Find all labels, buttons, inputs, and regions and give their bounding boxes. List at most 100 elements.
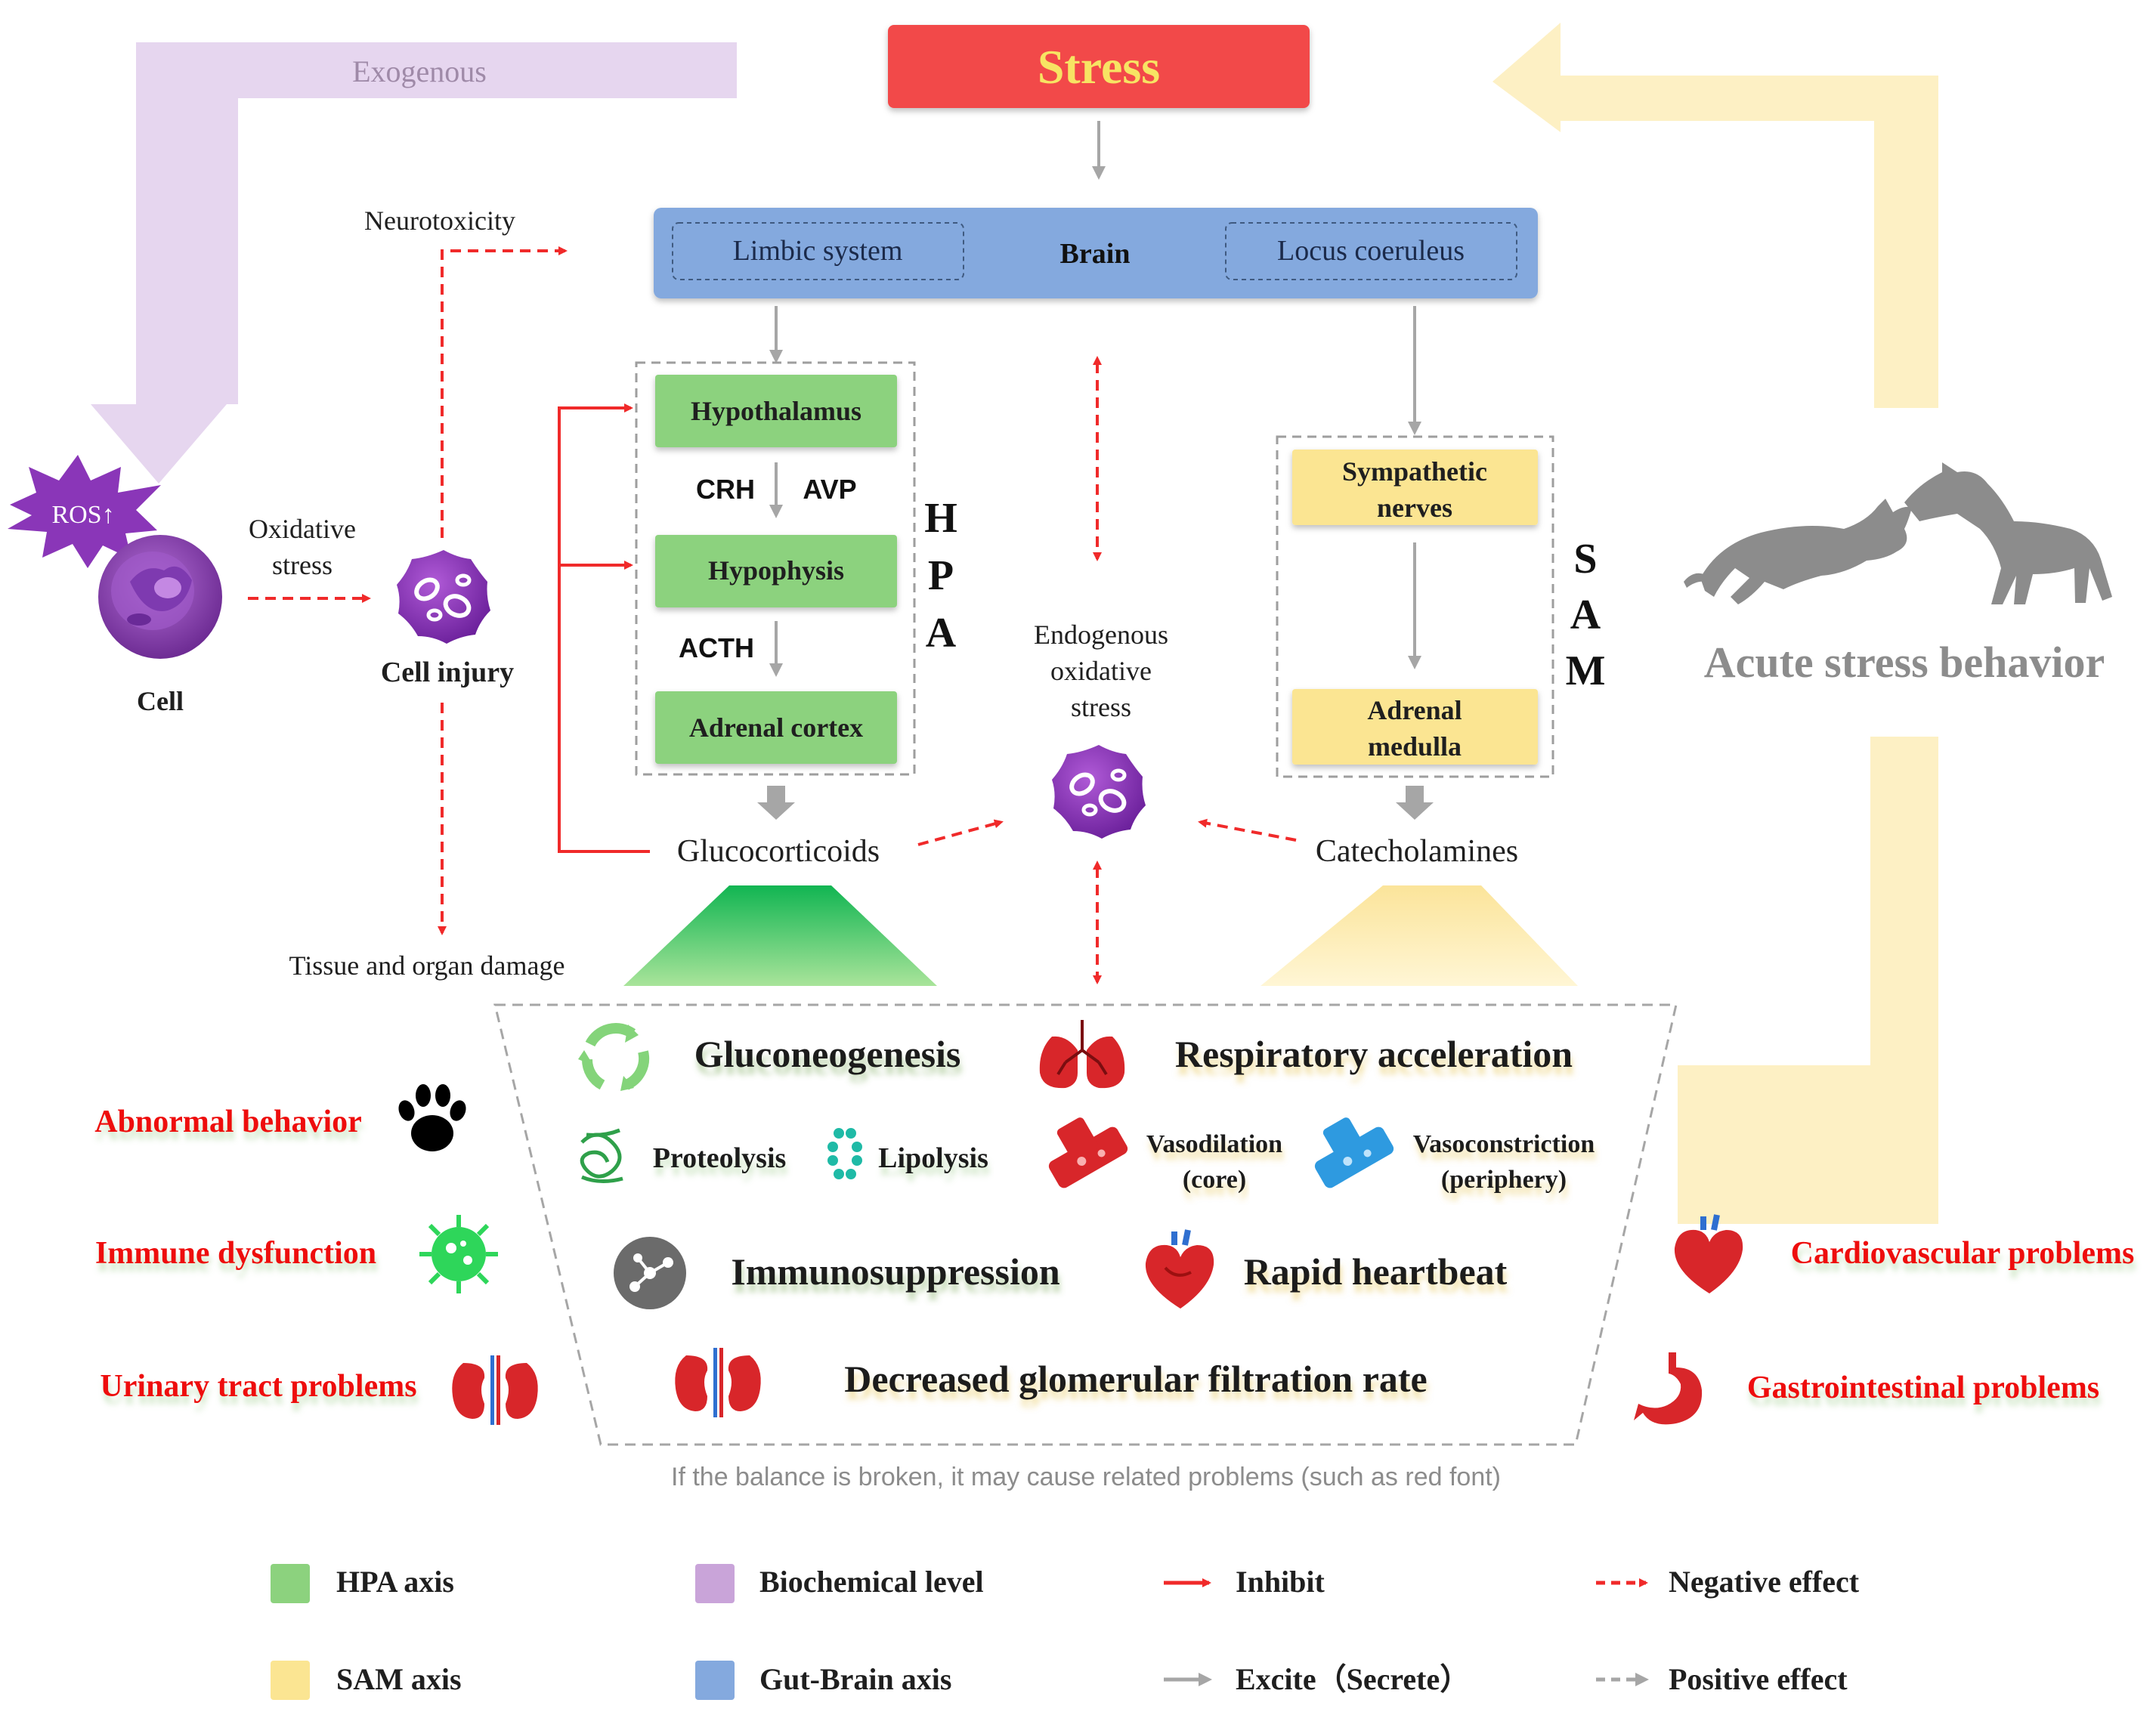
legend-hpa-label: HPA axis <box>336 1565 454 1599</box>
heart-icon <box>1145 1229 1214 1309</box>
gluconeogenesis-label: Gluconeogenesis <box>694 1033 961 1075</box>
protein-icon <box>580 1128 623 1183</box>
gastrointestinal-problems-label: Gastrointestinal problems <box>1747 1371 2099 1405</box>
cat-icon <box>1684 499 1912 604</box>
exogenous-label: Exogenous <box>352 54 487 88</box>
exogenous-arrow: Exogenous <box>91 42 737 484</box>
locus-coeruleus-label: Locus coeruleus <box>1277 235 1465 267</box>
virus-icon <box>419 1215 498 1293</box>
legend: HPA axis SAM axis Biochemical level Gut-… <box>271 1564 1860 1700</box>
vasodilation-line1: Vasodilation <box>1146 1130 1282 1158</box>
stomach-icon <box>1634 1352 1703 1425</box>
ros-label: ROS↑ <box>51 501 114 529</box>
rapid-heartbeat-label: Rapid heartbeat <box>1244 1250 1508 1293</box>
cell-label: Cell <box>137 686 184 716</box>
limbic-system-label: Limbic system <box>733 235 903 267</box>
balance-note: If the balance is broken, it may cause r… <box>671 1463 1501 1491</box>
cell-icon <box>98 535 222 659</box>
hpa-axis-group: Hypothalamus CRH AVP Hypophysis ACTH Adr… <box>635 361 957 776</box>
sam-letter-s: S <box>1573 536 1597 583</box>
stress-title: Stress <box>1038 40 1160 94</box>
stress-box: Stress <box>888 25 1310 108</box>
vasoconstriction-line2: (periphery) <box>1441 1166 1567 1194</box>
immunosuppression-icon <box>614 1237 686 1309</box>
urinary-kidney-icon <box>452 1355 538 1425</box>
avp-label: AVP <box>803 474 856 505</box>
hpa-effect-trapezoid <box>623 885 937 986</box>
adrenal-cortex-label: Adrenal cortex <box>689 712 863 743</box>
hypothalamus-label: Hypothalamus <box>691 396 861 426</box>
gluconeogenesis-icon <box>578 1023 650 1091</box>
adrenal-medulla-line1: Adrenal <box>1367 695 1462 725</box>
legend-gut-brain-swatch <box>695 1661 735 1700</box>
legend-excite-label: Excite（Secrete） <box>1236 1662 1470 1696</box>
catecholamines-to-endogenous-arrow <box>1198 818 1297 842</box>
tissue-damage-label: Tissue and organ damage <box>289 950 565 981</box>
oxidative-line2: stress <box>272 550 333 580</box>
vasodilation-icon <box>1048 1117 1128 1188</box>
gfr-label-shadow: Decreased glomerular filtration rate <box>844 1358 1428 1400</box>
immune-dysfunction-label: Immune dysfunction <box>95 1236 376 1271</box>
adrenal-medulla-line2: medulla <box>1368 731 1462 762</box>
legend-sam-swatch <box>271 1661 310 1700</box>
hpa-letter-p: P <box>928 552 954 599</box>
sam-axis-group: Sympathetic nerves Adrenal medulla S A M <box>1276 435 1606 778</box>
cell-injury-label: Cell injury <box>381 657 514 688</box>
sympathetic-line1: Sympathetic <box>1342 456 1487 487</box>
hpa-letter-a: A <box>926 610 957 657</box>
sam-effect-trapezoid <box>1261 885 1578 986</box>
legend-negative-label: Negative effect <box>1669 1565 1860 1599</box>
respiratory-label: Respiratory acceleration <box>1175 1033 1573 1075</box>
brain-label: Brain <box>1060 238 1131 270</box>
effects-panel <box>493 1003 1678 1446</box>
injury-to-neurotoxicity-arrow <box>441 246 568 538</box>
legend-positive-label: Positive effect <box>1669 1662 1848 1696</box>
acute-feedback-arrow <box>1492 23 1938 1224</box>
lipid-icon <box>827 1128 862 1179</box>
oxidative-line1: Oxidative <box>249 514 356 544</box>
cell-injury-icon <box>397 550 490 644</box>
proteolysis-label: Proteolysis <box>653 1142 787 1174</box>
legend-inhibit-label: Inhibit <box>1236 1565 1325 1599</box>
ros-burst: ROS↑ <box>8 455 161 568</box>
sam-letter-m: M <box>1566 647 1606 694</box>
cardio-heart-icon <box>1674 1214 1743 1293</box>
urinary-problems-label: Urinary tract problems <box>100 1369 416 1404</box>
endogenous-injury-icon <box>1052 745 1146 839</box>
lipolysis-label: Lipolysis <box>878 1142 988 1174</box>
hpa-letter-h: H <box>924 495 957 542</box>
sympathetic-line2: nerves <box>1377 493 1452 523</box>
acute-stress-label: Acute stress behavior <box>1704 638 2105 687</box>
dog-icon <box>1904 462 2112 604</box>
vasoconstriction-icon <box>1314 1117 1394 1188</box>
legend-hpa-swatch <box>271 1564 310 1603</box>
kidney-icon <box>675 1348 761 1417</box>
brain-box: Limbic system Brain Locus coeruleus <box>654 208 1538 298</box>
catecholamines-label: Catecholamines <box>1316 834 1518 869</box>
paw-icon <box>398 1084 466 1151</box>
hpa-to-glucocorticoids-arrow <box>757 786 795 820</box>
legend-biochemical-label: Biochemical level <box>759 1565 984 1599</box>
immunosuppression-label: Immunosuppression <box>731 1250 1060 1293</box>
legend-biochemical-swatch <box>695 1564 735 1603</box>
sam-letter-a: A <box>1570 592 1601 638</box>
endogenous-line3: stress <box>1071 692 1131 722</box>
crh-label: CRH <box>696 474 755 505</box>
glucocorticoids-label: Glucocorticoids <box>677 834 880 869</box>
vasodilation-line2: (core) <box>1183 1166 1246 1194</box>
glucocorticoids-to-endogenous-arrow <box>917 819 1004 846</box>
endogenous-line1: Endogenous <box>1034 620 1168 650</box>
legend-gut-brain-label: Gut-Brain axis <box>759 1662 951 1696</box>
abnormal-behavior-label: Abnormal behavior <box>94 1105 362 1139</box>
lungs-icon <box>1039 1020 1125 1089</box>
endogenous-line2: oxidative <box>1050 656 1152 686</box>
sam-to-catecholamines-arrow <box>1396 786 1434 820</box>
neurotoxicity-label: Neurotoxicity <box>364 206 515 236</box>
inhibit-feedback-arrows <box>558 403 650 853</box>
acth-label: ACTH <box>679 632 754 663</box>
cardiovascular-problems-label: Cardiovascular problems <box>1791 1236 2135 1271</box>
legend-sam-label: SAM axis <box>336 1662 462 1696</box>
hypophysis-label: Hypophysis <box>708 555 844 586</box>
vasoconstriction-line1: Vasoconstriction <box>1413 1130 1595 1158</box>
